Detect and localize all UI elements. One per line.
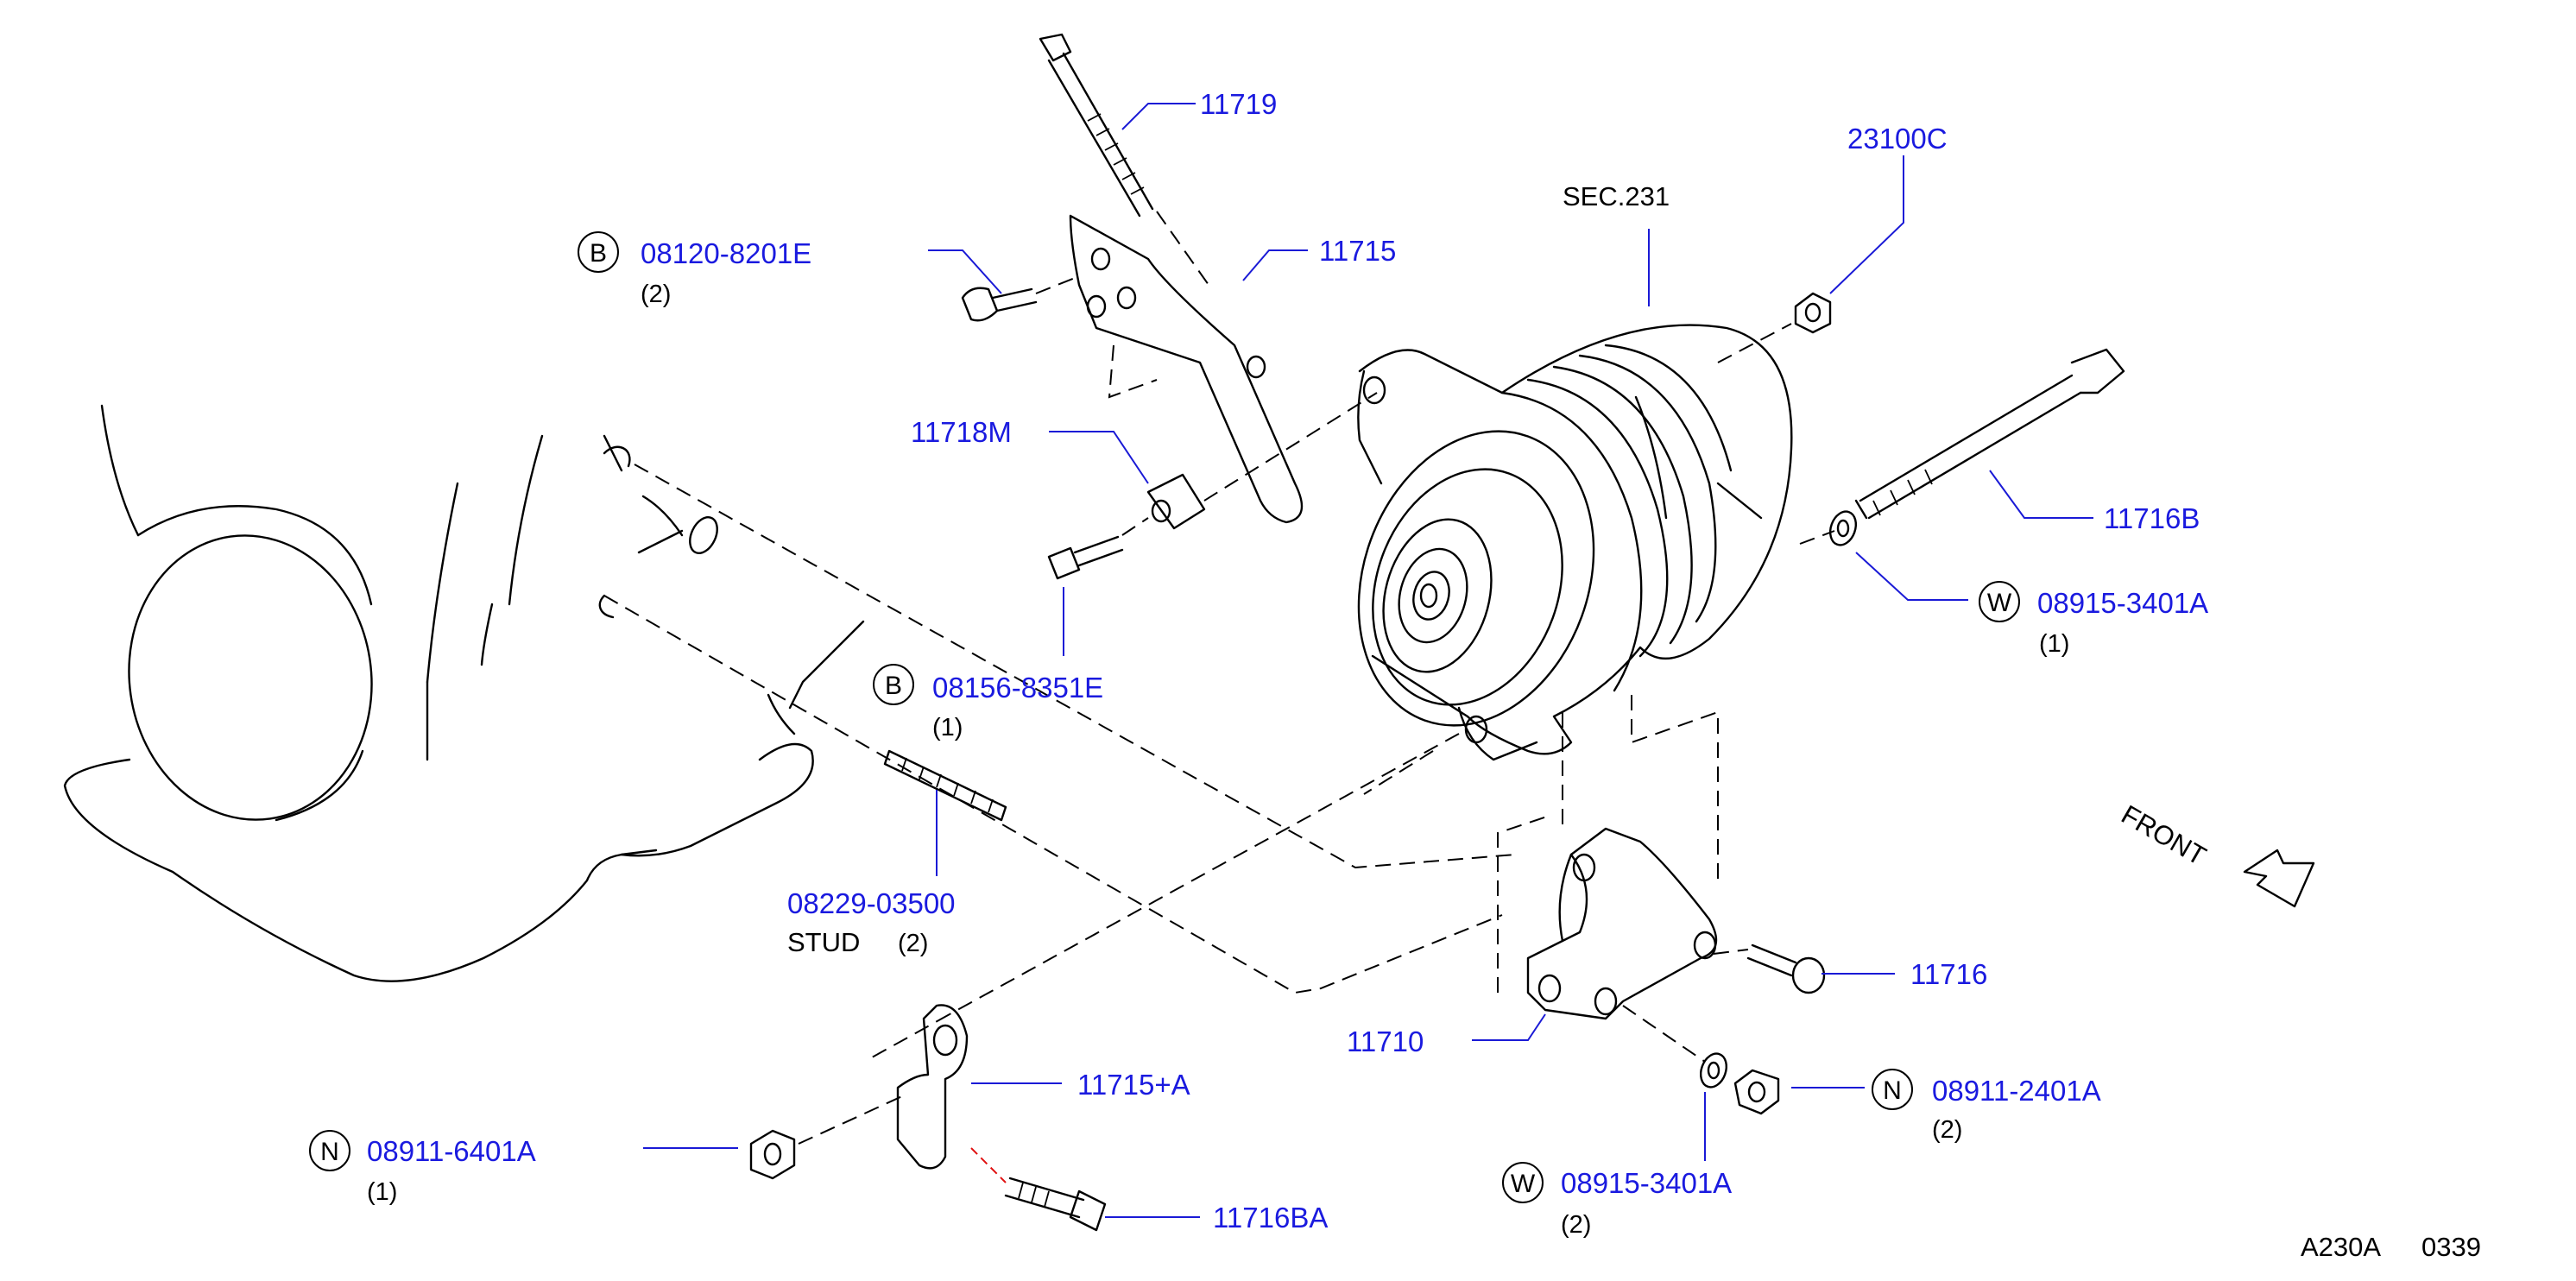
- part-11715[interactable]: 11715: [1319, 235, 1396, 267]
- long-bolt-11719-drawing: [1039, 33, 1154, 218]
- svg-text:N: N: [1883, 1076, 1902, 1105]
- svg-text:N: N: [320, 1138, 339, 1166]
- bolt-11716-drawing: [1746, 943, 1826, 994]
- part-08120-8201e[interactable]: 08120-8201E: [641, 237, 811, 269]
- stud-label: STUD: [787, 927, 860, 957]
- small-bolt-08120-drawing: [961, 287, 1038, 322]
- part-08915-3401a-upper[interactable]: 08915-3401A: [2037, 587, 2208, 619]
- part-08229-03500[interactable]: 08229-03500: [787, 887, 956, 919]
- adjusting-bracket-drawing: [1069, 214, 1304, 524]
- stud-08229-drawing: [883, 749, 1007, 822]
- part-08156-8351e[interactable]: 08156-8351E: [932, 672, 1103, 704]
- leader-lines: [643, 103, 2093, 1218]
- part-11715-a[interactable]: 11715+A: [1077, 1069, 1190, 1101]
- badge-n-08911-6401a: N: [309, 1130, 350, 1171]
- qty-08120-8201e: (2): [641, 281, 671, 308]
- washer-08915-lower-drawing: [1699, 1052, 1728, 1089]
- bolt-08156-drawing: [1047, 535, 1124, 580]
- nut-08911-2401a-drawing: [1733, 1069, 1780, 1115]
- spacer-11718m-drawing: [1146, 473, 1206, 530]
- part-11718m[interactable]: 11718M: [911, 416, 1012, 448]
- nut-08911-6401a-drawing: [749, 1129, 796, 1180]
- through-bolt-11716b-drawing: [1854, 348, 2125, 520]
- front-label: FRONT: [2117, 799, 2212, 872]
- part-11716[interactable]: 11716: [1910, 958, 1987, 990]
- assembly-dashed-lines: [603, 211, 1835, 1183]
- badge-w-08915-lower: W: [1502, 1162, 1544, 1203]
- mounting-bracket-11710-drawing: [1526, 827, 1718, 1020]
- nut-23100c-drawing: [1794, 292, 1832, 334]
- bolt-11716ba-drawing: [1004, 1177, 1107, 1232]
- qty-08911-6401a: (1): [367, 1178, 397, 1206]
- washer-08915-upper-drawing: [1828, 510, 1858, 546]
- svg-text:B: B: [590, 239, 607, 268]
- part-11719[interactable]: 11719: [1200, 88, 1277, 120]
- part-08911-6401a[interactable]: 08911-6401A: [367, 1135, 536, 1167]
- part-11710[interactable]: 11710: [1347, 1025, 1424, 1057]
- part-11716b[interactable]: 11716B: [2104, 502, 2200, 534]
- badge-b-08156: B: [873, 664, 914, 705]
- svg-text:W: W: [1987, 589, 2012, 617]
- qty-08156-8351e: (1): [932, 714, 963, 741]
- front-arrow-icon: [2243, 849, 2315, 908]
- figure-number: 0339: [2421, 1232, 2481, 1262]
- section-sec231[interactable]: SEC.231: [1563, 181, 1670, 211]
- qty-08915-3401a-lower: (2): [1561, 1211, 1591, 1239]
- part-08915-3401a-lower[interactable]: 08915-3401A: [1561, 1167, 1732, 1199]
- qty-stud: (2): [898, 930, 928, 957]
- part-23100c[interactable]: 23100C: [1847, 123, 1948, 155]
- figure-code: A230A: [2301, 1232, 2381, 1262]
- bracket-11715a-drawing: [896, 1004, 969, 1170]
- engine-block-drawing: [63, 404, 865, 982]
- alternator-drawing: [1357, 324, 1793, 761]
- badge-b-08120: B: [578, 231, 619, 273]
- part-08911-2401a[interactable]: 08911-2401A: [1932, 1075, 2101, 1107]
- qty-08915-3401a-upper: (1): [2039, 630, 2069, 658]
- badge-n-08911-2401a: N: [1872, 1069, 1913, 1110]
- qty-08911-2401a: (2): [1932, 1116, 1962, 1144]
- svg-text:W: W: [1511, 1170, 1536, 1198]
- part-11716ba[interactable]: 11716BA: [1213, 1202, 1328, 1234]
- svg-text:B: B: [885, 672, 902, 700]
- badge-w-08915-upper: W: [1979, 581, 2020, 622]
